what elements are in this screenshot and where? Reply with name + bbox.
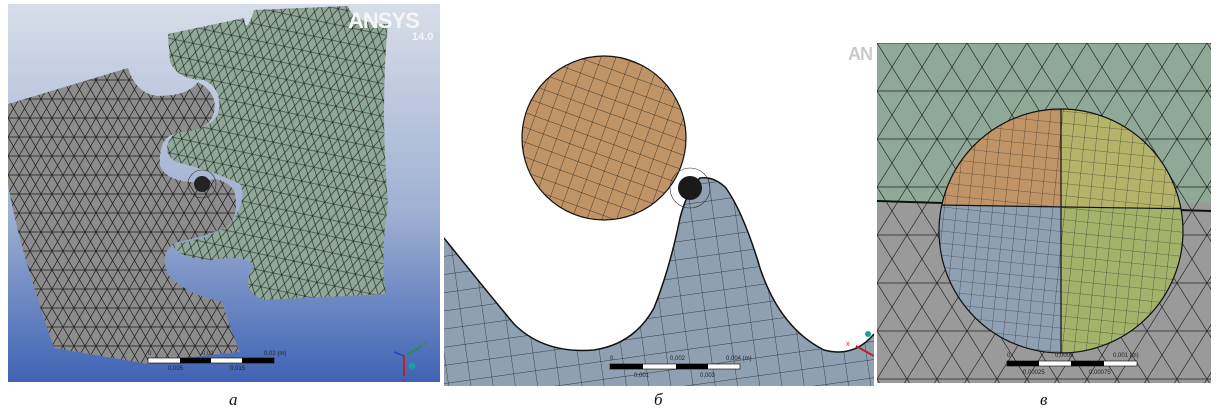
mesh-view-c: 0 0,0005 0,001 (m) 0,00025 0,00075 <box>877 43 1211 383</box>
ansys-logo: ANSYS <box>348 8 420 33</box>
axis-triad: y x <box>393 338 428 382</box>
axis-label-x: x <box>846 341 850 348</box>
scale-label: 0,003 <box>700 373 716 379</box>
scale-label: 0,005 <box>168 366 184 372</box>
scale-label: 0,0005 <box>1055 353 1074 359</box>
scale-label: 0 <box>148 351 152 357</box>
ansys-version: 14.0 <box>412 31 434 43</box>
scale-label: 0,015 <box>230 366 246 372</box>
caption-a: а <box>229 390 238 409</box>
mesh-panel-a: 0 0,01 0,02 (m) 0,005 0,015 y x ANSYS 14… <box>8 4 440 382</box>
scale-label: 0,02 (m) <box>264 351 286 357</box>
mesh-view-b: 0 0,002 0,004 (m) 0,001 0,003 x <box>444 55 874 386</box>
mesh-panel-b: 0 0,002 0,004 (m) 0,001 0,003 x AN <box>444 38 874 386</box>
scale-label: 0,01 <box>202 351 214 357</box>
scale-label: 0 <box>1007 353 1011 359</box>
scale-bar: 0 0,01 0,02 (m) 0,005 0,015 <box>147 351 286 372</box>
mesh-panel-c: 0 0,0005 0,001 (m) 0,00025 0,00075 <box>877 43 1211 383</box>
scale-label: 0,004 (m) <box>726 356 752 362</box>
scale-bar: 0 0,0005 0,001 (m) 0,00025 0,00075 <box>1006 353 1139 376</box>
contact-refinement <box>194 176 210 192</box>
scale-label: 0,002 <box>670 356 686 362</box>
caption-c: в <box>1040 390 1048 409</box>
scale-label: 0,00025 <box>1023 370 1045 376</box>
axis-label-x: x <box>402 377 406 382</box>
scale-label: 0 <box>610 356 614 362</box>
scale-label: 0,001 (m) <box>1113 353 1139 359</box>
scale-label: 0,001 <box>634 373 650 379</box>
scale-label: 0,00075 <box>1089 370 1111 376</box>
mesh-view-a: 0 0,01 0,02 (m) 0,005 0,015 y x <box>8 6 428 382</box>
contact-refinement <box>678 176 702 200</box>
axis-label-y: y <box>424 338 428 347</box>
axis-triad: x <box>846 331 874 357</box>
scale-bar: 0 0,002 0,004 (m) 0,001 0,003 <box>609 356 752 379</box>
ansys-logo: AN <box>848 44 873 64</box>
caption-b: б <box>654 390 663 409</box>
